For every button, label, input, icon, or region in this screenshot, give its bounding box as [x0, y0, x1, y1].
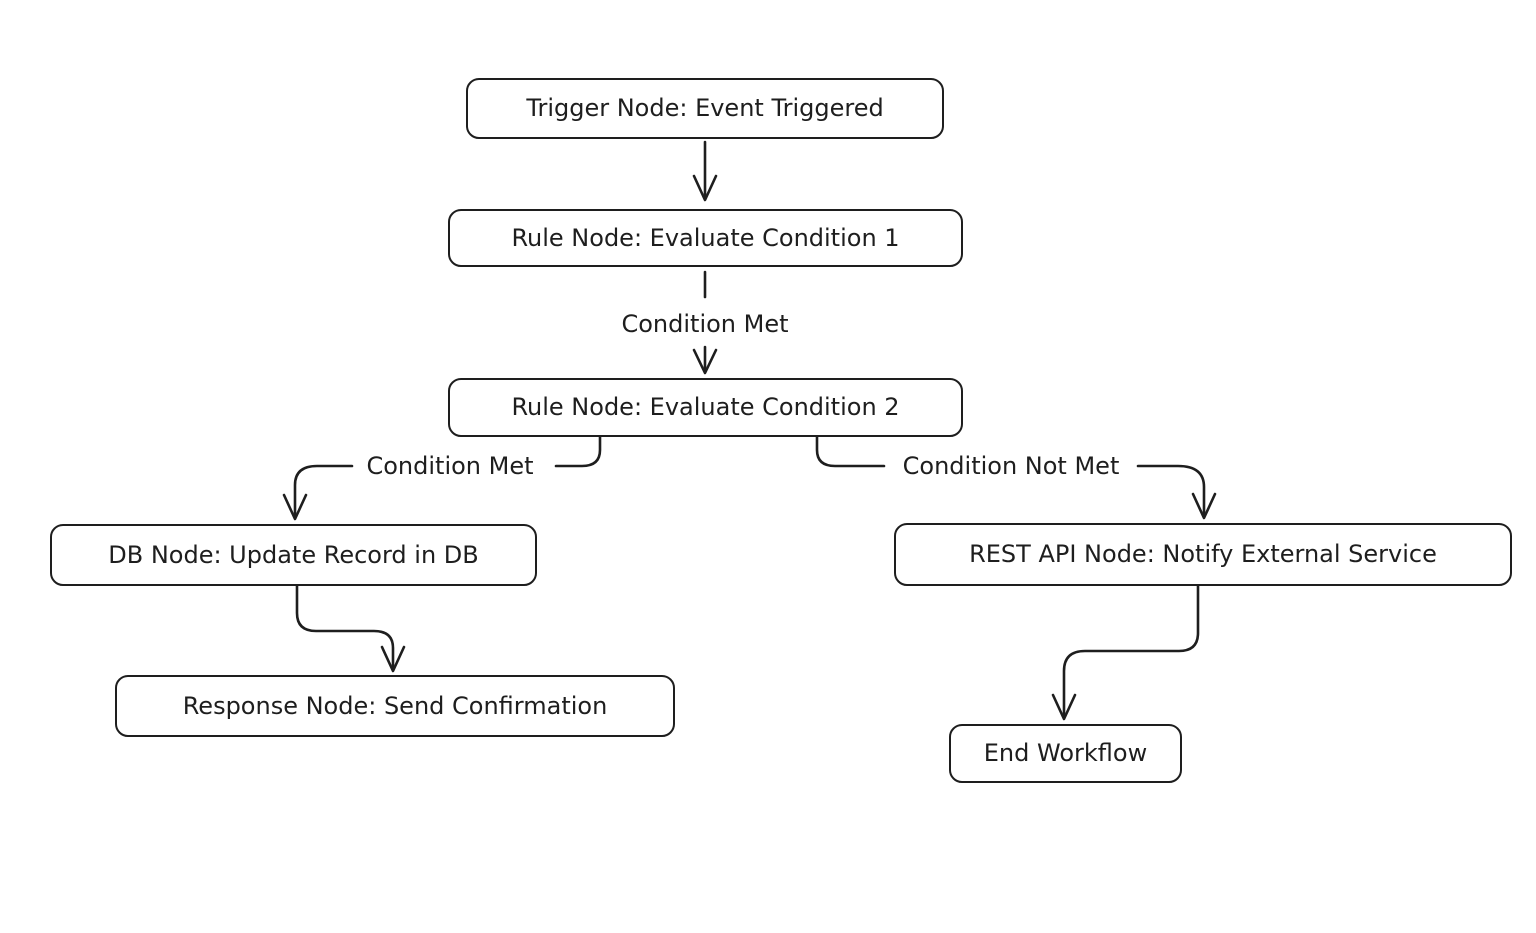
edge-rule1-to-rule2	[692, 270, 718, 375]
node-response: Response Node: Send Confirmation	[115, 675, 675, 737]
edge-label-condition-not-met: Condition Not Met	[898, 452, 1124, 480]
edge-rule2-to-rest-arrowhead-icon	[1191, 492, 1217, 520]
node-end-workflow: End Workflow	[949, 724, 1182, 783]
edge-rest-to-end-arrowhead-icon	[1051, 693, 1077, 721]
edge-db-to-response-arrowhead-icon	[380, 645, 406, 673]
node-db-update: DB Node: Update Record in DB	[50, 524, 537, 586]
edge-trigger-to-rule1	[692, 140, 718, 202]
edge-rule2-to-db-line-from-node	[554, 435, 602, 468]
node-rule-1: Rule Node: Evaluate Condition 1	[448, 209, 963, 267]
edge-rule2-to-rest-line-to-node	[1136, 464, 1206, 518]
edge-rule1-to-rule2-arrowhead-icon	[692, 348, 718, 375]
edge-rule2-to-rest-line-from-node	[815, 435, 886, 468]
node-rest-api: REST API Node: Notify External Service	[894, 523, 1512, 586]
edge-db-to-response	[295, 584, 406, 673]
edge-rule2-to-db-line-to-node	[293, 464, 354, 519]
edge-rule2-to-db	[282, 435, 602, 521]
edge-label-condition-met-left: Condition Met	[362, 452, 538, 480]
edge-label-condition-met-middle: Condition Met	[617, 310, 793, 338]
edge-trigger-to-rule1-arrowhead-icon	[692, 174, 718, 202]
edge-rest-to-end	[1051, 584, 1200, 721]
edge-db-to-response-line	[295, 584, 395, 671]
edge-rule2-to-rest	[815, 435, 1217, 520]
edge-rest-to-end-line	[1062, 584, 1200, 719]
node-rule-2: Rule Node: Evaluate Condition 2	[448, 378, 963, 437]
node-trigger: Trigger Node: Event Triggered	[466, 78, 944, 139]
edge-rule2-to-db-arrowhead-icon	[282, 493, 308, 521]
